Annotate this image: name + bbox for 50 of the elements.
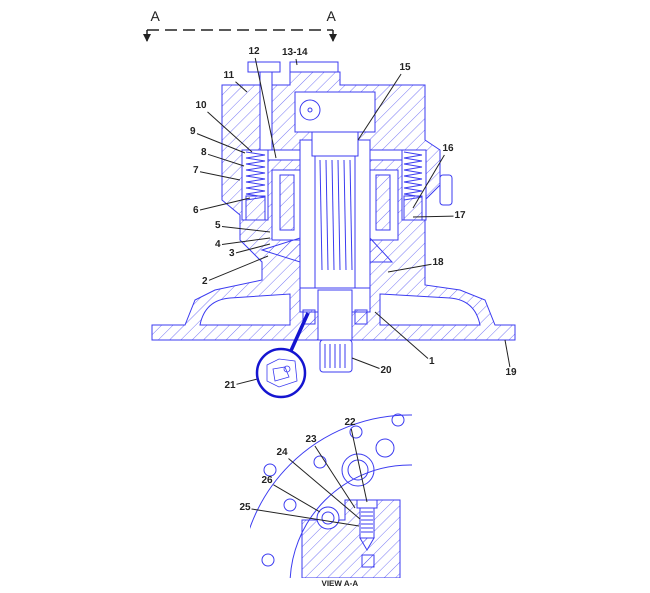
detail-circle (255, 347, 307, 399)
leader-line (236, 378, 258, 385)
leader-line (504, 340, 510, 368)
leader-line (208, 154, 244, 166)
callout-number: 19 (504, 367, 518, 379)
callout-number: 7 (192, 165, 200, 177)
leader-line (350, 428, 368, 502)
callout-number: 18 (432, 257, 445, 269)
leader-line (251, 508, 360, 526)
leader-line (208, 256, 268, 281)
leader-line (222, 226, 270, 232)
callout-number: 23 (304, 434, 318, 446)
leader-line (222, 238, 270, 245)
leader-line (207, 111, 252, 152)
section-letter: A (150, 8, 161, 24)
leader-line (235, 81, 248, 92)
callout-number: 24 (276, 447, 289, 459)
callout-number: 1 (428, 356, 436, 368)
leader-line (200, 171, 240, 180)
callout-number: 21 (224, 380, 237, 392)
leader-line (296, 58, 298, 66)
callout-number: 20 (380, 365, 393, 377)
callout-number: 9 (189, 126, 197, 138)
callout-number: 26 (260, 475, 274, 487)
callout-number: 25 (238, 502, 252, 514)
callout-number: 12 (248, 46, 261, 58)
view-caption: VIEW A-A (320, 578, 360, 590)
callout-number: 5 (214, 220, 222, 232)
callout-number: 22 (344, 417, 357, 429)
callout-number: 2 (201, 276, 209, 288)
callout-number: 4 (214, 239, 222, 251)
callout-number: 3 (228, 248, 236, 260)
callout-number: 10 (194, 100, 208, 112)
callout-number: 8 (200, 147, 208, 159)
callout-number: 6 (192, 205, 200, 217)
leader-line (236, 244, 270, 254)
leader-line (196, 133, 246, 154)
callout-number: 16 (442, 143, 455, 155)
leader-line (352, 358, 380, 369)
callout-number: 11 (222, 70, 236, 82)
callout-number: 15 (398, 62, 412, 74)
leader-line (374, 312, 428, 359)
leader-line (314, 446, 356, 508)
leader-line (412, 216, 454, 218)
leader-line (200, 198, 250, 210)
callout-number: 13-14 (281, 47, 309, 59)
leader-line (288, 458, 360, 520)
leader-line (273, 484, 320, 512)
callout-number: 17 (454, 210, 467, 222)
section-letter: A (326, 8, 337, 24)
